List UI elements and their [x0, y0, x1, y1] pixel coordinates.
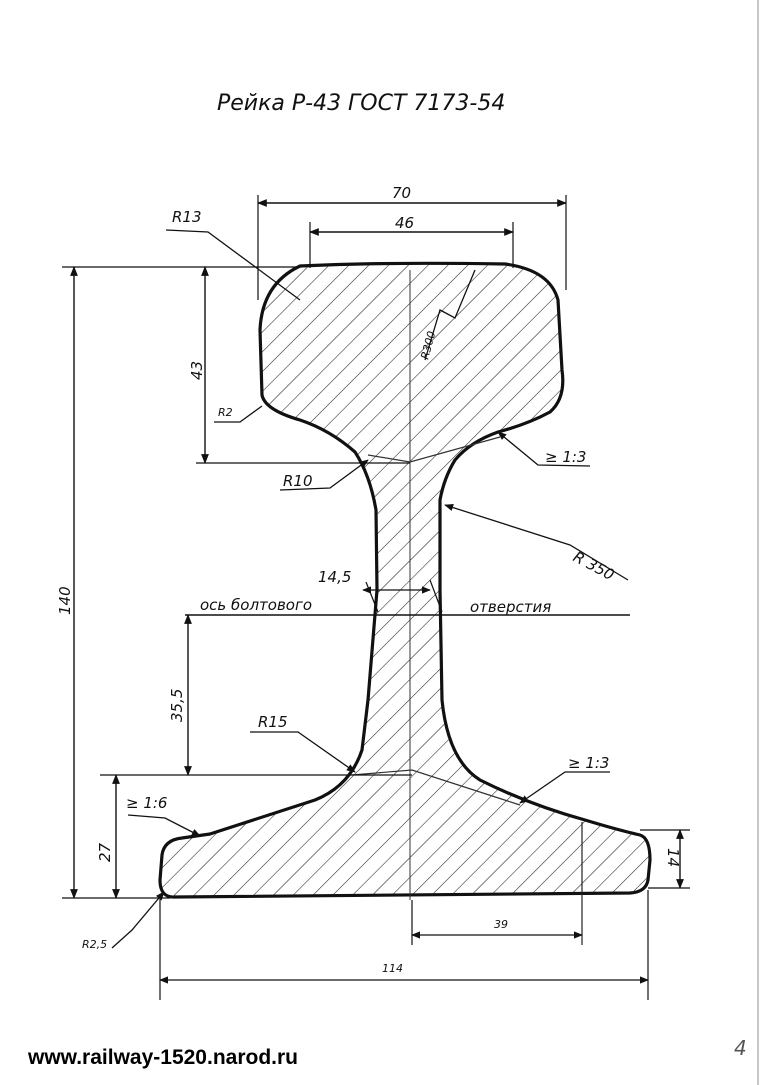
dim-slope-foot-right: ≥ 1:3: [568, 754, 609, 772]
leader-r300: [424, 269, 476, 361]
dim-width-head-top: 46: [395, 214, 414, 232]
leader-slope-foot-left: [127, 814, 201, 837]
dim-total-height: 140: [56, 586, 74, 615]
page-number: 4: [734, 1036, 747, 1060]
dim-radius-fillet-top: R10: [283, 472, 313, 490]
drawing-title: Рейка Р-43 ГОСТ 7173-54: [217, 91, 505, 116]
dim-radius-web: R 350: [570, 548, 617, 584]
leader-slope-head: [497, 431, 591, 467]
ext-line: [429, 579, 443, 613]
foot-web-boundary: [351, 769, 521, 806]
leader-r2: [214, 405, 263, 423]
dim-radius-head-corner: R13: [172, 208, 202, 226]
dim-radius-foot-corner: R2,5: [82, 938, 107, 951]
leader-slope-foot-right: [519, 771, 610, 804]
dim-slope-foot-left: ≥ 1:6: [126, 794, 167, 812]
dim-foot-edge: 14: [664, 848, 682, 867]
dim-head-height: 43: [188, 361, 206, 380]
dim-foot-half: 39: [494, 918, 508, 931]
footer-url[interactable]: www.railway-1520.narod.ru: [28, 1046, 298, 1069]
dim-web-thickness: 14,5: [318, 568, 351, 586]
leader-r15: [250, 731, 356, 773]
leader-r10: [279, 459, 369, 491]
rail-cross-section: [158, 261, 652, 899]
bolt-axis-label-left: ось болтового: [200, 596, 312, 614]
dim-bolt-height: 35,5: [168, 689, 186, 722]
page-edge-shadow: [757, 0, 759, 1085]
dim-slope-head: ≥ 1:3: [545, 448, 586, 466]
bolt-axis-label-right: отверстия: [470, 598, 551, 616]
ext-line: [365, 581, 379, 613]
dim-width-head: 70: [392, 184, 411, 202]
leader-r2-5: [111, 891, 165, 949]
dim-radius-head-under: R2: [218, 406, 233, 419]
dim-foot-width: 114: [382, 962, 403, 975]
dim-foot-height: 27: [96, 842, 114, 862]
leader-r13: [165, 229, 301, 301]
dim-radius-fillet-bottom: R15: [258, 713, 288, 731]
leader-r350: [444, 504, 629, 581]
